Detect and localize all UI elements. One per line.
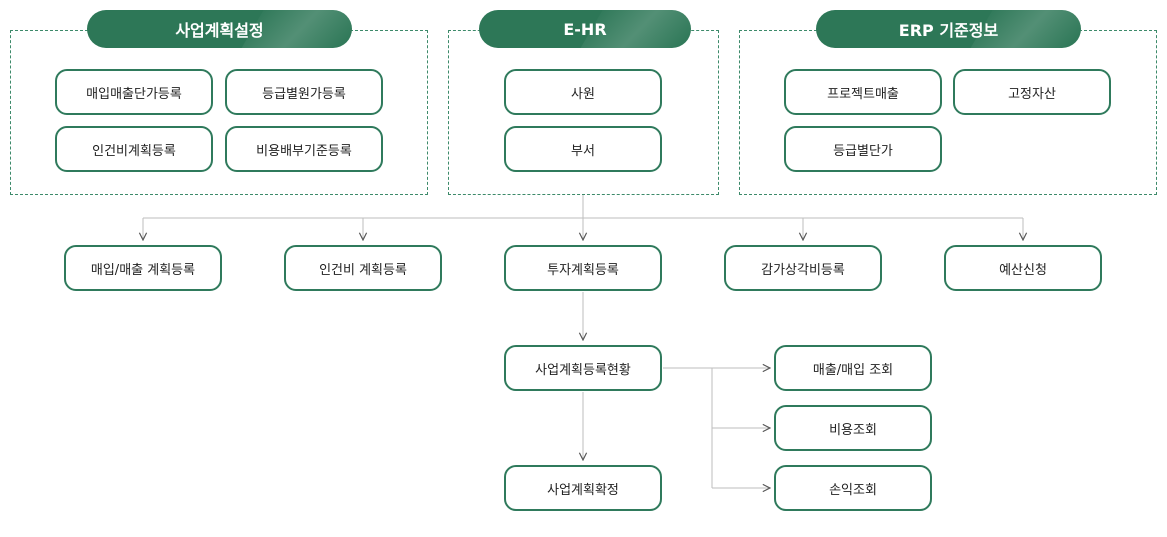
department-button[interactable]: 부서 <box>504 126 662 172</box>
purchase-sales-unit-price-button[interactable]: 매입매출단가등록 <box>55 69 213 115</box>
cost-allocation-button[interactable]: 비용배부기준등록 <box>225 126 383 172</box>
grade-cost-button[interactable]: 등급별원가등록 <box>225 69 383 115</box>
employee-button[interactable]: 사원 <box>504 69 662 115</box>
sales-purchase-query-button[interactable]: 매출/매입 조회 <box>774 345 932 391</box>
plan-status-button[interactable]: 사업계획등록현황 <box>504 345 662 391</box>
budget-request-button[interactable]: 예산신청 <box>944 245 1102 291</box>
group-title-ehr: E-HR <box>479 10 691 48</box>
depreciation-button[interactable]: 감가상각비등록 <box>724 245 882 291</box>
group-title-business-plan-settings: 사업계획설정 <box>87 10 352 48</box>
plan-confirm-button[interactable]: 사업계획확정 <box>504 465 662 511</box>
group-title-erp-master-data: ERP 기준정보 <box>816 10 1081 48</box>
investment-plan-button[interactable]: 투자계획등록 <box>504 245 662 291</box>
project-sales-button[interactable]: 프로젝트매출 <box>784 69 942 115</box>
grade-unit-price-button[interactable]: 등급별단가 <box>784 126 942 172</box>
purchase-sales-plan-button[interactable]: 매입/매출 계획등록 <box>64 245 222 291</box>
profit-loss-query-button[interactable]: 손익조회 <box>774 465 932 511</box>
labor-cost-plan-button[interactable]: 인건비 계획등록 <box>284 245 442 291</box>
labor-plan-button[interactable]: 인건비계획등록 <box>55 126 213 172</box>
cost-query-button[interactable]: 비용조회 <box>774 405 932 451</box>
fixed-assets-button[interactable]: 고정자산 <box>953 69 1111 115</box>
